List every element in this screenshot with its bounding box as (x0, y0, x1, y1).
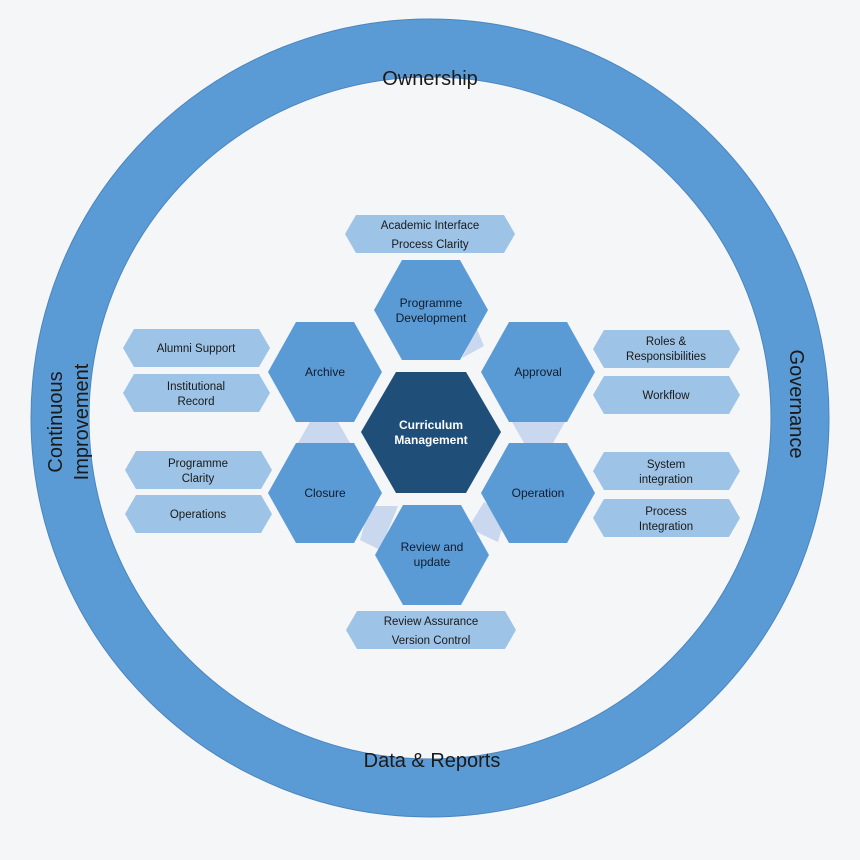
hex-label: Archive (305, 365, 345, 379)
tag-institutional-record: Institutional Record (123, 374, 270, 412)
ring-inner-edge (88, 76, 772, 760)
tag-programme-clarity: Programme Clarity (125, 451, 272, 489)
tag-label: System (647, 459, 685, 471)
ring-label-ownership: Ownership (382, 68, 478, 90)
tag-top: Academic Interface Process Clarity (345, 215, 515, 253)
hex-label: Closure (304, 486, 346, 500)
ring-label-data-reports: Data & Reports (364, 750, 501, 772)
tag-roles-responsibilities: Roles & Responsibilities (593, 330, 740, 368)
hex-label: update (414, 555, 451, 569)
hex-label: Operation (512, 486, 565, 500)
hex-shape (481, 443, 595, 543)
tag-label: Record (177, 396, 214, 408)
tag-shape (593, 499, 740, 537)
hex-approval: Approval (481, 322, 595, 422)
hex-shape (268, 443, 382, 543)
center-hex-shape (361, 372, 501, 493)
tag-label: integration (639, 474, 693, 486)
tag-shape (125, 451, 272, 489)
tag-operations: Operations (125, 495, 272, 533)
tag-process-integration: Process Integration (593, 499, 740, 537)
connector-dev-approval (462, 318, 484, 358)
tag-label: Responsibilities (626, 351, 706, 363)
hex-label: Review and (401, 540, 464, 554)
hex-label: Programme (400, 296, 463, 310)
hex-shape (481, 322, 595, 422)
hex-archive: Archive (268, 322, 382, 422)
ring-outer-edge (30, 18, 830, 818)
hex-operation: Operation (481, 443, 595, 543)
hex-curriculum-management: Curriculum Management (361, 372, 501, 493)
tag-label: Roles & (646, 336, 687, 348)
tag-shape (593, 330, 740, 368)
tag-shape (346, 611, 516, 649)
hex-shape (374, 260, 488, 360)
tag-system-integration: System integration (593, 452, 740, 490)
hex-shape (375, 505, 489, 605)
tag-shape (593, 376, 740, 414)
tag-label: Institutional (167, 381, 225, 393)
hex-connectors (298, 318, 565, 550)
tag-shape (123, 329, 270, 367)
tag-shape (125, 495, 272, 533)
tag-label: Integration (639, 521, 693, 533)
hex-label: Approval (514, 365, 561, 379)
tag-label: Review Assurance (384, 616, 479, 628)
tag-alumni-support: Alumni Support (123, 329, 270, 367)
connector-review-closure (360, 506, 398, 550)
tag-label: Academic Interface (381, 220, 479, 232)
ring-label-continuous-improvement: Continuous Improvement (45, 363, 93, 480)
hex-label: Development (396, 311, 467, 325)
hex-review-update: Review and update (375, 505, 489, 605)
tag-label: Version Control (392, 635, 471, 647)
hex-shape (268, 322, 382, 422)
tag-workflow: Workflow (593, 376, 740, 414)
tag-label: Process Clarity (391, 239, 469, 251)
ring-label-left-line1: Continuous (45, 371, 67, 472)
tag-label: Process (645, 506, 687, 518)
tag-label: Alumni Support (157, 343, 236, 355)
ring-label-left-line2: Improvement (71, 363, 93, 480)
tag-label: Operations (170, 509, 227, 521)
tag-bottom: Review Assurance Version Control (346, 611, 516, 649)
connector-closure-archive (298, 422, 350, 443)
hex-closure: Closure (268, 443, 382, 543)
tag-label: Workflow (642, 390, 690, 402)
ring-label-governance: Governance (785, 350, 807, 459)
tag-shape (123, 374, 270, 412)
connector-approval-operation (512, 422, 565, 443)
ring-band (31, 19, 829, 817)
center-label: Curriculum (399, 418, 463, 432)
center-label: Management (394, 433, 467, 447)
hex-programme-development: Programme Development (374, 260, 488, 360)
tag-shape (345, 215, 515, 253)
tag-shape (593, 452, 740, 490)
tag-label: Programme (168, 458, 228, 470)
tag-label: Clarity (182, 473, 215, 485)
outer-ring (30, 18, 830, 818)
